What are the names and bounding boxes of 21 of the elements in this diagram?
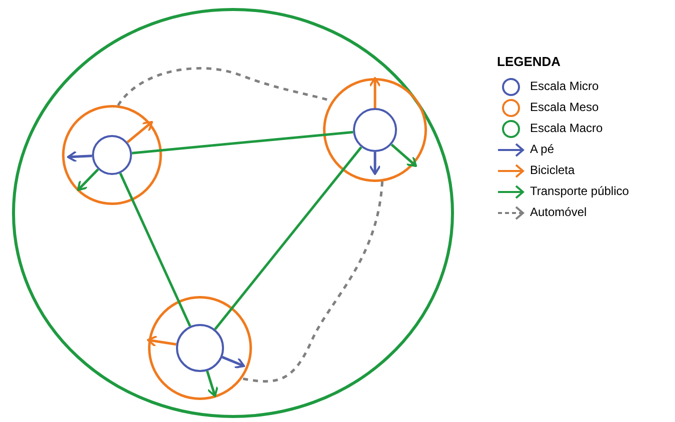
- legend-label: Escala Micro: [530, 79, 599, 93]
- route-line: [119, 172, 192, 327]
- dashed-route-line: [242, 181, 384, 382]
- travel-arrow: [67, 150, 92, 163]
- legend-label: Escala Macro: [530, 121, 603, 135]
- legend-label: Bicicleta: [530, 163, 575, 177]
- travel-arrow: [390, 144, 417, 167]
- legend-label: A pé: [530, 142, 554, 156]
- travel-arrow: [222, 356, 245, 369]
- legend-label: Escala Meso: [530, 100, 599, 114]
- route-line: [214, 146, 362, 330]
- legend-label: Transporte público: [530, 184, 629, 198]
- legend-label: Automóvel: [530, 205, 587, 219]
- travel-arrow: [206, 370, 218, 397]
- travel-arrow: [77, 168, 99, 191]
- legend-title: LEGENDA: [497, 54, 561, 69]
- travel-arrow: [126, 121, 153, 144]
- travel-arrow: [147, 335, 176, 348]
- travel-arrow: [369, 152, 381, 175]
- route-line: [132, 130, 354, 154]
- travel-arrow: [369, 77, 381, 108]
